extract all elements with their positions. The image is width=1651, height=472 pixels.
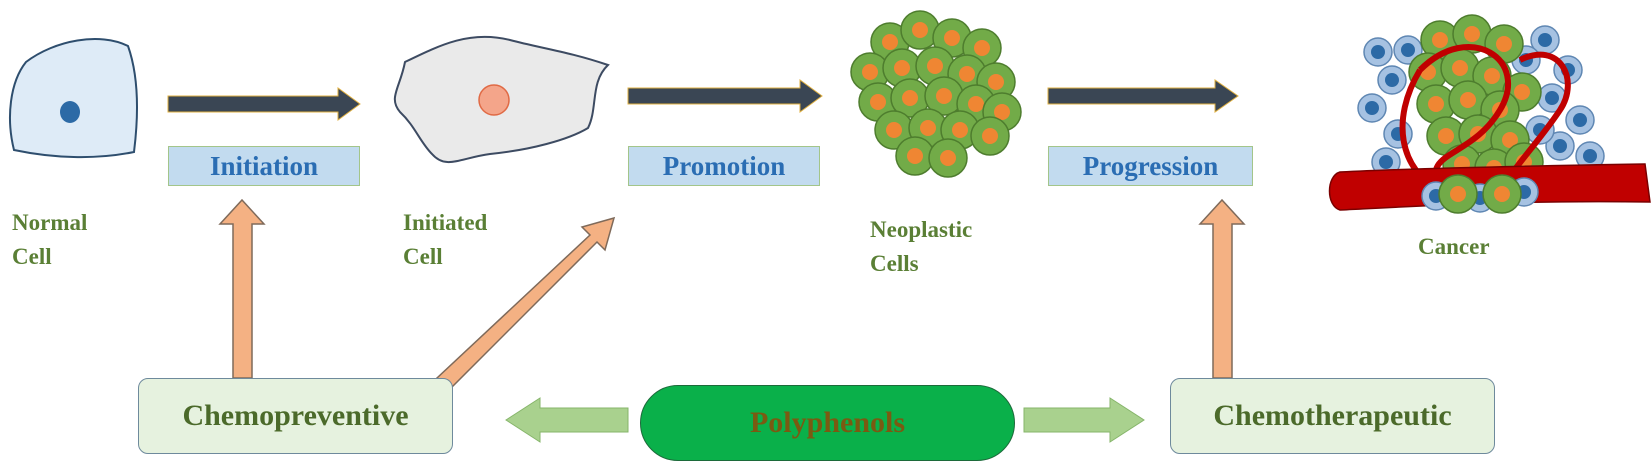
arrow-polyphenols-to-chemotherapeutic [1023, 397, 1145, 443]
arrow-polyphenols-to-chemopreventive [505, 397, 629, 443]
initiated-cell-caption-line1: Initiated [403, 210, 488, 235]
neoplastic-cells-caption: Neoplastic Cells [870, 213, 972, 281]
neoplastic-cells-icon [850, 10, 1022, 178]
normal-cell-caption-line2: Cell [12, 244, 52, 269]
arrow-initiated-to-neoplastic [627, 79, 823, 113]
arrow-normal-to-initiated [167, 87, 361, 121]
arrow-neoplastic-to-cancer [1047, 79, 1239, 113]
stage-promotion: Promotion [628, 146, 820, 186]
arrow-chemopreventive-to-initiation [218, 198, 266, 379]
arrow-chemotherapeutic-to-progression [1198, 198, 1246, 379]
cancer-tumor-icon [1328, 14, 1651, 214]
chemotherapeutic-box: Chemotherapeutic [1170, 378, 1495, 454]
stage-initiation: Initiation [168, 146, 360, 186]
normal-cell-icon [9, 38, 139, 159]
normal-cell-caption-line1: Normal [12, 210, 88, 235]
initiated-cell-caption-line2: Cell [403, 244, 443, 269]
initiated-cell-caption: Initiated Cell [403, 206, 487, 274]
initiated-cell-icon [393, 35, 610, 163]
arrow-chemopreventive-to-promotion [435, 216, 616, 392]
neoplastic-cells-caption-line2: Cells [870, 251, 919, 276]
chemopreventive-box: Chemopreventive [138, 378, 453, 454]
polyphenols-pill: Polyphenols [640, 385, 1015, 461]
stage-progression: Progression [1048, 146, 1253, 186]
neoplastic-cells-caption-line1: Neoplastic [870, 217, 973, 242]
normal-cell-caption: Normal Cell [12, 206, 87, 274]
cancer-caption: Cancer [1418, 234, 1490, 259]
